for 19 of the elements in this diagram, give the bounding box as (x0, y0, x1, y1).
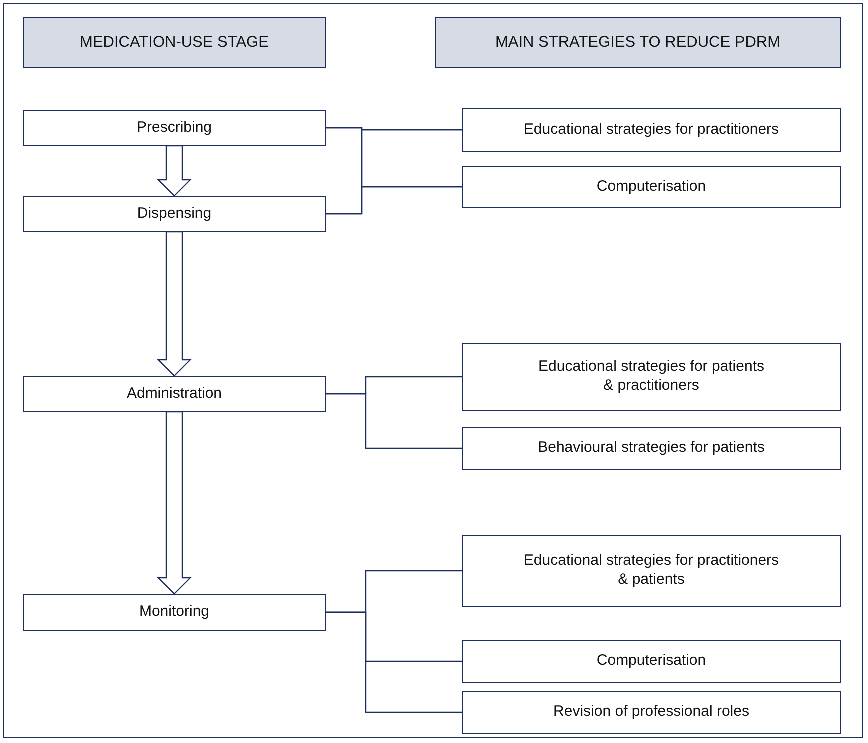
stage-box: Administration (23, 376, 326, 412)
connector-line (326, 393, 462, 450)
connector-line (326, 186, 462, 215)
hollow-down-arrow (157, 231, 192, 377)
hollow-down-arrow (157, 411, 192, 595)
strategy-box: Revision of professional roles (462, 691, 841, 734)
strategy-box: Computerisation (462, 640, 841, 683)
column-header: MEDICATION-USE STAGE (23, 17, 326, 68)
stage-box: Dispensing (23, 196, 326, 232)
stage-box: Monitoring (23, 594, 326, 631)
strategy-box: Educational strategies for patients & practitioners (462, 343, 841, 411)
column-header: MAIN STRATEGIES TO REDUCE PDRM (435, 17, 841, 68)
strategy-box: Educational strategies for practitioners & patients (462, 535, 841, 607)
hollow-down-arrow (157, 145, 192, 197)
strategy-box: Behavioural strategies for patients (462, 427, 841, 470)
connector-line (326, 612, 462, 714)
stage-box: Prescribing (23, 110, 326, 146)
strategy-box: Educational strategies for practitioners (462, 108, 841, 152)
strategy-box: Computerisation (462, 166, 841, 208)
